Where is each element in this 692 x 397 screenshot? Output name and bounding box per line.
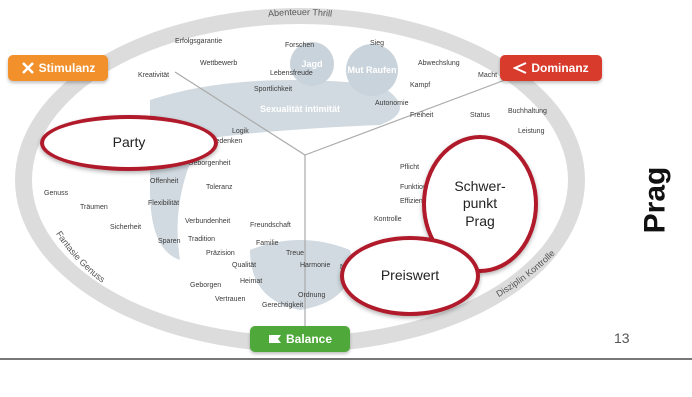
value-word: Heimat: [240, 278, 263, 285]
value-word: Träumen: [80, 204, 108, 211]
value-word: Genuss: [44, 190, 69, 197]
value-word: Buchhaltung: [508, 108, 547, 115]
value-word: Sportlichkeit: [254, 86, 293, 93]
value-word: Sieg: [370, 40, 385, 47]
highlight-party-label: Party: [112, 134, 146, 151]
cross-icon: [21, 62, 35, 74]
divider-rule: [0, 358, 692, 360]
badge-balance: Balance: [250, 326, 350, 352]
value-word: Kampf: [410, 82, 431, 89]
value-word: Sicherheit: [110, 224, 142, 231]
value-word: Verbundenheit: [185, 218, 231, 225]
highlight-preiswert-label: Preiswert: [380, 267, 440, 284]
value-word: Sparen: [158, 238, 181, 245]
value-word: Autonomie: [375, 100, 409, 107]
overlay-sexualitaet: Sexualität intimität: [260, 104, 340, 114]
inner-shade-bottom: [250, 240, 352, 310]
arrow-left-icon: [512, 62, 527, 74]
value-word: Erfolgsgarantie: [175, 38, 223, 45]
value-word: Wettbewerb: [200, 60, 238, 67]
value-word: Vertrauen: [215, 296, 246, 303]
inner-shade-left: [150, 80, 400, 260]
value-word: Lebensfreude: [270, 70, 313, 77]
value-word: Pflicht: [400, 164, 420, 171]
value-word: Macht: [478, 72, 498, 79]
badge-stimulanz: Stimulanz: [8, 55, 108, 81]
bubble-jagd: [290, 42, 334, 86]
value-word: Familie: [256, 240, 279, 247]
highlight-schwerpunkt-label: Schwer- punkt Prag: [454, 177, 506, 229]
value-word: Kreativität: [138, 72, 170, 79]
badge-stimulanz-label: Stimulanz: [38, 61, 96, 75]
value-word: Präzision: [206, 250, 235, 257]
value-word: Harmonie: [300, 262, 331, 269]
value-word: Funktion: [400, 184, 427, 191]
value-word: Logik: [232, 128, 249, 135]
value-word: Freiheit: [410, 112, 434, 119]
value-word: Effizienz: [400, 198, 427, 205]
divider-left: [174, 71, 306, 156]
page-number: 13: [614, 330, 630, 346]
highlight-preiswert: Preiswert: [340, 236, 480, 316]
value-word: Treue: [286, 250, 305, 257]
overlay-jagd: Jagd: [301, 59, 322, 69]
value-word: Geborgen: [190, 282, 222, 289]
badge-dominanz-label: Dominanz: [531, 61, 589, 75]
overlay-raufen: Mut Raufen: [348, 65, 397, 75]
value-word: Forschen: [285, 42, 315, 49]
badge-balance-label: Balance: [285, 332, 333, 346]
value-word: Abwechslung: [418, 60, 460, 67]
value-word: Status: [470, 112, 490, 119]
value-word: Tradition: [188, 236, 215, 243]
value-word: Toleranz: [206, 184, 233, 191]
divider-right: [304, 79, 506, 156]
value-word: Ordnung: [298, 292, 326, 299]
value-word: Freundschaft: [250, 222, 291, 229]
flag-icon: [268, 333, 282, 345]
arc-label-top: Abenteuer Thrill: [268, 7, 333, 19]
value-word: Leistung: [518, 128, 545, 135]
value-word: Gerechtigkeit: [262, 302, 304, 309]
bubble-raufen: [346, 44, 398, 96]
highlight-party: Party: [40, 115, 218, 171]
side-label: Prag: [630, 150, 680, 250]
value-word: Qualität: [232, 262, 257, 269]
value-word: Geborgenheit: [188, 160, 231, 167]
value-word: Kontrolle: [374, 216, 402, 223]
value-word: Offenheit: [150, 178, 179, 185]
value-word: Flexibilität: [148, 200, 180, 207]
side-label-text: Prag: [638, 166, 672, 234]
badge-dominanz: Dominanz: [500, 55, 602, 81]
value-word: Gedenken: [210, 138, 243, 145]
